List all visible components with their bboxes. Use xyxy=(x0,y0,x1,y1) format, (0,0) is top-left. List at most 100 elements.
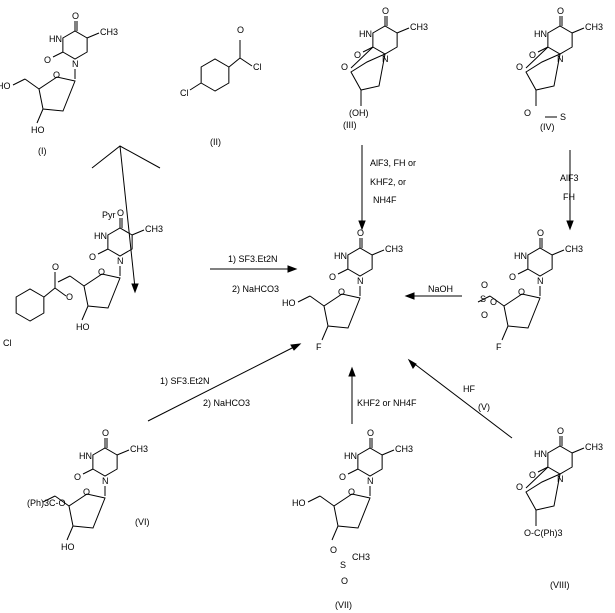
atom-label: O xyxy=(89,252,96,262)
atom-label: O xyxy=(44,55,51,65)
atom-label: O xyxy=(382,6,389,16)
atom-label: HN xyxy=(79,451,92,461)
mesyl-group-IV: S xyxy=(545,112,566,122)
atom-label: O xyxy=(524,108,531,118)
reagent-nahco3-2: 2) NaHCO3 xyxy=(203,398,250,408)
atom-label: N xyxy=(117,256,124,266)
atom-label: O xyxy=(341,62,348,72)
atom-label: CH3 xyxy=(352,552,370,562)
atom-label: O xyxy=(339,472,346,482)
atom-label: HN xyxy=(49,34,62,44)
arrow-head xyxy=(348,366,356,377)
atom-label: O xyxy=(481,310,488,320)
label-compound-VI: (VI) xyxy=(135,517,150,527)
atom-label: O xyxy=(529,470,536,480)
atom-label: O xyxy=(53,70,60,80)
atom-label: O xyxy=(509,272,516,282)
atom-label: O xyxy=(529,50,536,60)
arrow-head xyxy=(407,358,417,369)
reagent-alf3-2: KHF2, or xyxy=(370,177,406,187)
atom-label: HO xyxy=(61,542,75,552)
atom-label: N xyxy=(382,54,389,64)
atom-label: CH3 xyxy=(585,442,603,452)
atom-label: HO xyxy=(0,81,11,91)
atom-label: O-C(Ph)3 xyxy=(524,528,563,538)
reagent-sf3-2: 1) SF3.Et2N xyxy=(160,376,210,386)
atom-label: O xyxy=(357,228,364,238)
label-compound-VIII: (VIII) xyxy=(550,580,570,590)
furanose-ring xyxy=(333,493,371,529)
atom-label: O xyxy=(330,545,337,555)
atom-label: Cl xyxy=(180,88,189,98)
atom-label: S xyxy=(480,294,486,304)
arrow-head xyxy=(404,292,415,300)
furanose-ring xyxy=(38,76,76,112)
reagent-pyr: Pyr xyxy=(102,210,116,220)
furanose-ring xyxy=(323,293,361,329)
atom-label: HN xyxy=(534,449,547,459)
atom-label: O xyxy=(348,487,355,497)
atom-label: S xyxy=(560,112,566,122)
atom-label: CH3 xyxy=(395,444,413,454)
atom-label: (OH) xyxy=(349,108,369,118)
label-compound-III: (III) xyxy=(343,120,357,130)
arrow-vi xyxy=(147,345,297,422)
arrow-head xyxy=(290,343,302,351)
atom-label: O xyxy=(341,576,348,586)
atom-label: Cl xyxy=(3,338,12,348)
reagent-naoh: NaOH xyxy=(428,284,453,294)
atom-label: CH3 xyxy=(585,22,603,32)
furanose-ring xyxy=(525,473,561,511)
furanose-ring xyxy=(503,293,541,329)
atom-label: O xyxy=(338,287,345,297)
label-compound-V: (V) xyxy=(478,402,490,412)
arrow-head xyxy=(566,220,574,231)
reagent-hf: HF xyxy=(463,384,475,394)
atom-label: HO xyxy=(76,322,90,332)
atom-label: O xyxy=(516,482,523,492)
reagent-khf2: KHF2 or NH4F xyxy=(357,398,417,408)
atom-label: O xyxy=(354,50,361,60)
atom-label: HN xyxy=(344,451,357,461)
atom-label: CH3 xyxy=(100,27,118,37)
pyr-bracket xyxy=(91,145,161,169)
furanose-ring xyxy=(68,493,106,529)
atom-label: O xyxy=(117,208,124,218)
pyrimidine-ring xyxy=(347,247,373,277)
mesyl-group-VII: SO O CH3 xyxy=(330,545,370,586)
atom-label: N xyxy=(557,474,564,484)
atom-label: O xyxy=(367,428,374,438)
atom-label: (Ph)3C-O xyxy=(27,498,66,508)
atom-label: O xyxy=(557,426,564,436)
pyrimidine-ring xyxy=(357,447,383,477)
pyrimidine-ring xyxy=(92,447,118,477)
atom-label: CH3 xyxy=(410,22,428,32)
arrow-head xyxy=(131,283,139,294)
atom-label: CH3 xyxy=(130,444,148,454)
reagent-nahco3-1: 2) NaHCO3 xyxy=(232,284,279,294)
atom-label: HO xyxy=(292,498,306,508)
atom-label: O xyxy=(557,6,564,16)
atom-label: O xyxy=(66,292,73,302)
pyrimidine-ring xyxy=(62,30,88,60)
atom-label: O xyxy=(537,228,544,238)
atom-label: O xyxy=(518,287,525,297)
label-compound-I: (I) xyxy=(38,146,47,156)
furanose-ring xyxy=(525,53,561,91)
atom-label: O xyxy=(83,487,90,497)
atom-label: Cl xyxy=(253,62,262,72)
pyrimidine-ring xyxy=(527,247,553,277)
furanose-ring xyxy=(83,273,121,309)
atom-label: S xyxy=(340,560,346,570)
benzene-ring xyxy=(200,58,230,92)
